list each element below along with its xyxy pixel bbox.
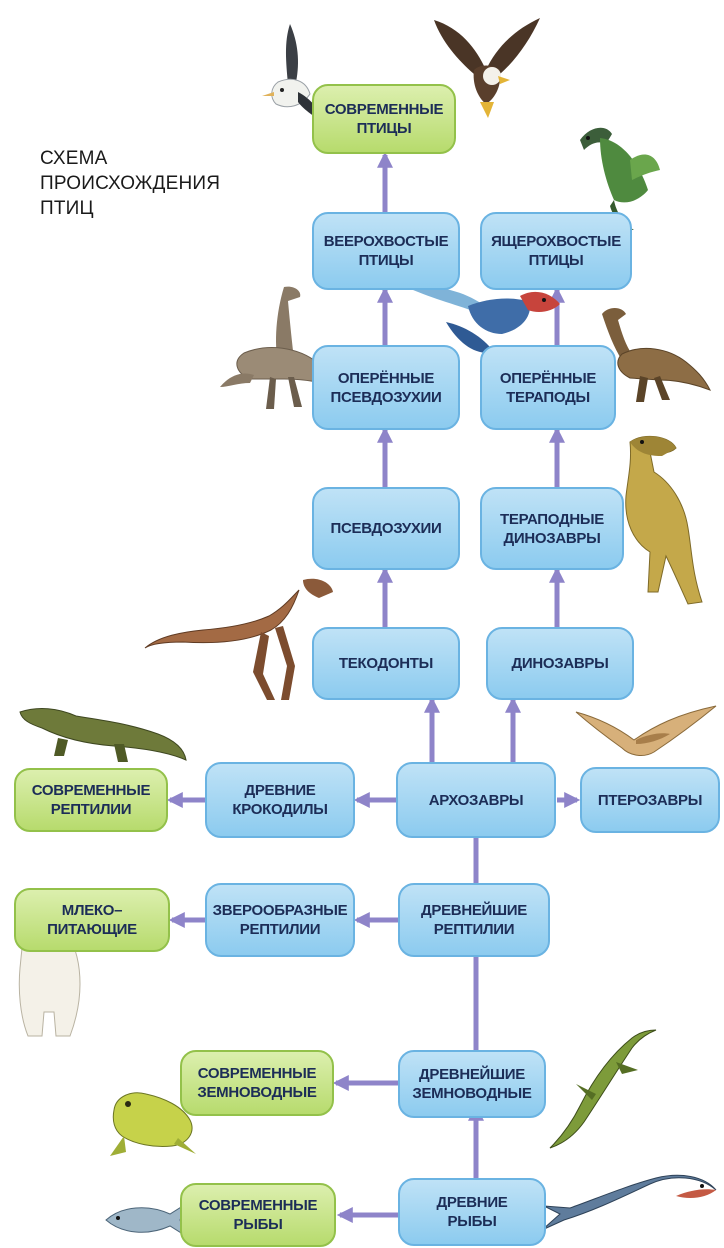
node-lizard-tailed-birds: ЯЩЕРОХВОСТЫЕ ПТИЦЫ <box>480 212 632 290</box>
title-line-3: ПТИЦ <box>40 198 94 219</box>
ancient-amphibian-illustration <box>549 1029 657 1149</box>
node-ancient-crocodiles-line-2: КРОКОДИЛЫ <box>232 801 328 818</box>
node-mammals-line-2: ПИТАЮЩИЕ <box>47 921 137 938</box>
node-pterosaurs-line-1: ПТЕРОЗАВРЫ <box>597 791 703 809</box>
node-earliest-reptiles-line-2: РЕПТИЛИИ <box>433 921 515 938</box>
node-modern-reptiles: СОВРЕМЕННЫЕ РЕПТИЛИИ <box>14 768 168 832</box>
diagram-title: СХЕМА ПРОИСХОЖДЕНИЯ ПТИЦ <box>40 146 220 221</box>
node-mammal-like-reptiles-line-1: ЗВЕРООБРАЗНЫЕ <box>212 902 348 919</box>
node-modern-fish-line-1: СОВРЕМЕННЫЕ <box>198 1197 318 1214</box>
node-archosaurs: АРХОЗАВРЫ <box>396 762 556 838</box>
node-thecodonts: ТЕКОДОНТЫ <box>312 627 460 700</box>
node-modern-fish-line-2: РЫБЫ <box>233 1216 283 1233</box>
node-theropod-dinosaurs-line-2: ДИНОЗАВРЫ <box>503 529 601 547</box>
node-feathered-pseudosuchians: ОПЕРЁННЫЕ ПСЕВДОЗУХИИ <box>312 345 460 430</box>
node-ancient-crocodiles-line-1: ДРЕВНИЕ <box>244 782 316 799</box>
node-modern-reptiles-line-1: СОВРЕМЕННЫЕ <box>31 782 151 799</box>
node-dinosaurs-line-1: ДИНОЗАВРЫ <box>511 655 609 672</box>
eagle-illustration <box>434 18 540 118</box>
ancient-fish-illustration <box>541 1174 717 1231</box>
pterosaur-illustration <box>575 705 717 756</box>
node-lizard-tailed-birds-line-2: ПТИЦЫ <box>528 252 584 269</box>
node-modern-birds-line-1: СОВРЕМЕННЫЕ <box>324 101 444 118</box>
node-thecodonts-line-1: ТЕКОДОНТЫ <box>338 655 434 672</box>
node-modern-amphibians: СОВРЕМЕННЫЕ ЗЕМНОВОДНЫЕ <box>180 1050 334 1116</box>
node-earliest-amphibians-line-2: ЗЕМНОВОДНЫЕ <box>412 1085 532 1102</box>
large-theropod-illustration <box>625 435 703 605</box>
node-modern-birds: СОВРЕМЕННЫЕ ПТИЦЫ <box>312 84 456 154</box>
mackerel-illustration <box>105 1202 187 1238</box>
node-mammal-like-reptiles: ЗВЕРООБРАЗНЫЕ РЕПТИЛИИ <box>205 883 355 957</box>
node-dinosaurs: ДИНОЗАВРЫ <box>486 627 634 700</box>
frog-illustration <box>110 1092 196 1156</box>
node-feathered-theropods: ОПЕРЁННЫЕ ТЕРАПОДЫ <box>480 345 616 430</box>
node-ancient-crocodiles: ДРЕВНИЕ КРОКОДИЛЫ <box>205 762 355 838</box>
node-earliest-amphibians-line-1: ДРЕВНЕЙШИЕ <box>418 1066 525 1083</box>
node-earliest-amphibians: ДРЕВНЕЙШИЕ ЗЕМНОВОДНЫЕ <box>398 1050 546 1118</box>
node-pterosaurs: ПТЕРОЗАВРЫ <box>580 767 720 833</box>
node-mammal-like-reptiles-line-2: РЕПТИЛИИ <box>239 921 321 938</box>
node-feathered-theropods-line-2: ТЕРАПОДЫ <box>506 388 590 406</box>
archaeopteryx-illustration <box>580 127 660 230</box>
node-theropod-dinosaurs: ТЕРАПОДНЫЕ ДИНОЗАВРЫ <box>480 487 624 570</box>
node-modern-fish: СОВРЕМЕННЫЕ РЫБЫ <box>180 1183 336 1247</box>
title-line-1: СХЕМА <box>40 148 108 169</box>
node-modern-birds-line-2: ПТИЦЫ <box>356 120 412 137</box>
feathered-dinosaur-illustration <box>220 286 337 409</box>
node-fan-tailed-birds-line-1: ВЕЕРОХВОСТЫЕ <box>323 233 449 250</box>
node-archosaurs-line-1: АРХОЗАВРЫ <box>428 791 524 809</box>
node-theropod-dinosaurs-line-1: ТЕРАПОДНЫЕ <box>500 510 604 528</box>
node-pseudosuchians-line-1: ПСЕВДОЗУХИИ <box>330 520 442 537</box>
node-earliest-reptiles: ДРЕВНЕЙШИЕ РЕПТИЛИИ <box>398 883 550 957</box>
node-ancient-fish: ДРЕВНИЕ РЫБЫ <box>398 1178 546 1246</box>
node-ancient-fish-line-2: РЫБЫ <box>447 1213 497 1230</box>
node-feathered-theropods-line-1: ОПЕРЁННЫЕ <box>499 369 597 387</box>
node-modern-reptiles-line-2: РЕПТИЛИИ <box>50 801 132 818</box>
node-ancient-fish-line-1: ДРЕВНИЕ <box>436 1194 508 1211</box>
flying-bird-dinosaur-illustration <box>404 285 560 353</box>
node-fan-tailed-birds-line-2: ПТИЦЫ <box>358 252 414 269</box>
node-lizard-tailed-birds-line-1: ЯЩЕРОХВОСТЫЕ <box>491 233 621 250</box>
node-mammals: МЛЕКО– ПИТАЮЩИЕ <box>14 888 170 952</box>
node-pseudosuchians: ПСЕВДОЗУХИИ <box>312 487 460 570</box>
node-fan-tailed-birds: ВЕЕРОХВОСТЫЕ ПТИЦЫ <box>312 212 460 290</box>
thecodont-illustration <box>144 578 333 700</box>
node-earliest-reptiles-line-1: ДРЕВНЕЙШИЕ <box>420 902 527 919</box>
node-modern-amphibians-line-1: СОВРЕМЕННЫЕ <box>197 1065 317 1082</box>
crocodile-illustration <box>19 708 187 762</box>
small-theropod-illustration <box>602 308 712 402</box>
node-modern-amphibians-line-2: ЗЕМНОВОДНЫЕ <box>197 1084 317 1101</box>
node-mammals-line-1: МЛЕКО– <box>61 902 123 919</box>
title-line-2: ПРОИСХОЖДЕНИЯ <box>40 173 221 194</box>
node-feathered-pseudosuchians-line-2: ПСЕВДОЗУХИИ <box>330 388 442 406</box>
node-feathered-pseudosuchians-line-1: ОПЕРЁННЫЕ <box>337 369 435 387</box>
